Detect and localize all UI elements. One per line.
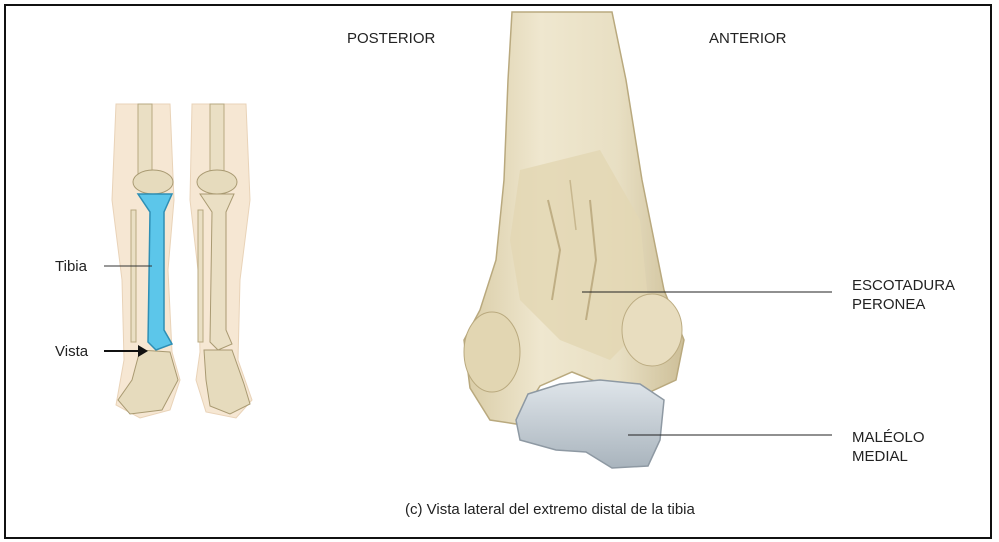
view-label: Vista — [55, 342, 88, 361]
right-fibula — [198, 210, 203, 342]
right-femur — [210, 104, 224, 174]
left-fibula — [131, 210, 136, 342]
left-femur — [138, 104, 152, 174]
medial-malleolus-label: MALÉOLO MEDIAL — [852, 428, 925, 466]
posterior-label: POSTERIOR — [347, 29, 435, 48]
distal-tibia-bone — [464, 12, 684, 468]
right-foot — [204, 350, 250, 414]
medial-malleolus-cartilage — [516, 380, 664, 468]
medial-malleolus-line-2: MEDIAL — [852, 447, 925, 466]
right-knee — [197, 170, 237, 194]
left-knee — [133, 170, 173, 194]
fibular-notch-label: ESCOTADURA PERONEA — [852, 276, 955, 314]
medial-malleolus-line-1: MALÉOLO — [852, 428, 925, 447]
fibular-notch-line-1: ESCOTADURA — [852, 276, 955, 295]
medial-bulge — [464, 312, 520, 392]
tibia-label: Tibia — [55, 257, 87, 276]
lateral-bulge — [622, 294, 682, 366]
anterior-label: ANTERIOR — [709, 29, 787, 48]
figure-caption: (c) Vista lateral del extremo distal de … — [405, 500, 695, 519]
legs-inset — [112, 104, 252, 418]
fibular-notch-line-2: PERONEA — [852, 295, 955, 314]
